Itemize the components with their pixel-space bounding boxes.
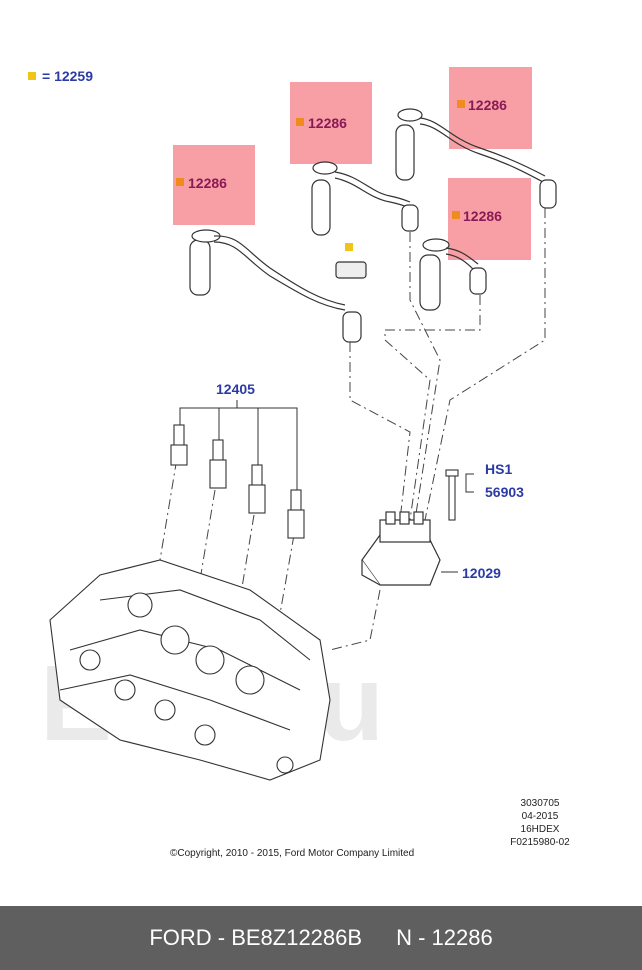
highlight-label-4: 12286 <box>463 208 502 224</box>
highlight-label-1: 12286 <box>188 175 227 191</box>
ignition-coil <box>361 511 441 586</box>
ignition-coil-label: 12029 <box>462 565 501 581</box>
cylinder-head <box>49 559 331 781</box>
spark-plug-2 <box>209 439 227 489</box>
spark-plug-1 <box>170 424 188 466</box>
highlight-marker-icon <box>457 100 465 108</box>
ignition-wire-1 <box>189 229 362 343</box>
spark-plug-3 <box>248 464 266 514</box>
diagram-drawing <box>49 108 557 781</box>
highlight-box-3[interactable] <box>449 67 532 149</box>
bolt-code-label-2: 56903 <box>485 484 524 500</box>
highlight-box-1[interactable] <box>173 145 255 225</box>
ignition-wire-2 <box>311 161 419 236</box>
info-line-3: 16HDEX <box>520 824 560 835</box>
highlight-marker-icon <box>176 178 184 186</box>
legend-text: = 12259 <box>42 68 93 84</box>
highlight-marker-icon <box>452 211 460 219</box>
ignition-wire-3 <box>395 108 557 209</box>
wire-clip <box>335 261 367 279</box>
footer-n-part: N - 12286 <box>396 925 493 950</box>
info-block: 3030705 04-2015 16HDEX F0215980-02 <box>510 797 570 849</box>
spark-plug-label: 12405 <box>216 381 255 397</box>
bolt-code-label-1: HS1 <box>485 461 513 477</box>
highlight-label-2: 12286 <box>308 115 347 131</box>
legend-square-icon <box>28 72 36 80</box>
highlight-label-3: 12286 <box>468 97 507 113</box>
highlight-box-4[interactable] <box>448 178 531 260</box>
copyright-text: ©Copyright, 2010 - 2015, Ford Motor Comp… <box>170 848 415 859</box>
parts-diagram: Ellli.ru = 12259 12286 12286 12286 12286 <box>28 67 570 859</box>
info-line-1: 3030705 <box>520 798 560 809</box>
info-line-4: F0215980-02 <box>510 837 570 848</box>
spark-plug-4 <box>287 489 305 539</box>
footer-bar: FORD - BE8Z12286B N - 12286 <box>0 906 642 970</box>
footer-brand-part: FORD - BE8Z12286B <box>149 925 363 950</box>
info-line-2: 04-2015 <box>521 811 559 822</box>
highlight-marker-icon <box>296 118 304 126</box>
coil-bolt <box>445 469 459 521</box>
ignition-wire-4 <box>419 238 487 311</box>
